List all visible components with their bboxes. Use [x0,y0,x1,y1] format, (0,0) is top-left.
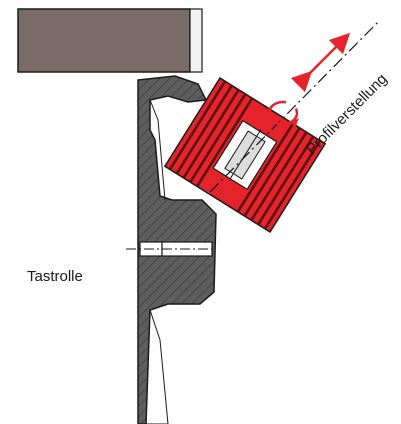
tastrolle-label: Tastrolle [27,268,83,285]
top-plate [17,8,203,73]
rotation-arrow-icon [267,100,299,128]
double-arrow-icon [290,32,351,93]
profile-roller [163,77,327,233]
roller-axis [209,19,381,193]
tastrolle-pin [126,241,216,257]
